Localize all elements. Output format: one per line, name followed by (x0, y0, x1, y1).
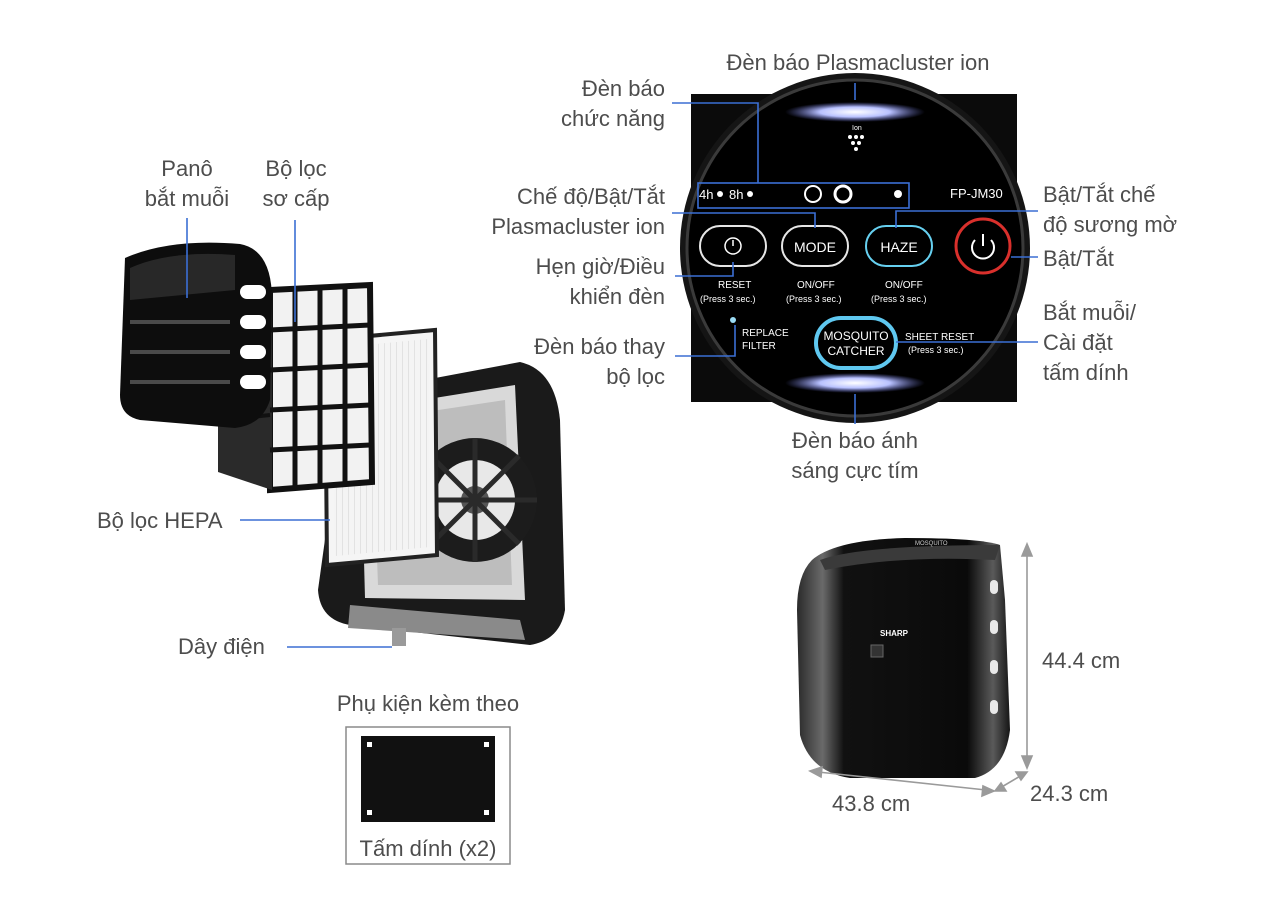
label-replace-2: bộ lọc (606, 364, 665, 389)
leader-lines (186, 83, 1038, 648)
fan-high-icon (833, 184, 853, 204)
label-timer-2: khiển đèn (569, 284, 665, 309)
brand-logo: SHARP (880, 629, 909, 638)
label-hepa: Bộ lọc HEPA (97, 508, 223, 533)
clock-icon (724, 237, 742, 255)
dimension-width: 43.8 cm (832, 791, 911, 816)
label-plasmacluster-indicator: Đèn báo Plasmacluster ion (726, 50, 990, 75)
panel-8h: 8h (729, 187, 743, 202)
panel-onoff-1: ON/OFF (797, 280, 835, 291)
dimension-depth: 24.3 cm (1030, 781, 1109, 806)
panel-4h: 4h (699, 187, 713, 202)
dimension-arrows (808, 541, 1034, 798)
label-power-cord: Dây điện (178, 634, 265, 659)
label-haze-2: độ sương mờ (1043, 212, 1178, 237)
panel-ion-text: Ion (852, 125, 862, 132)
label-function-indicator-1: Đèn báo (581, 76, 665, 101)
power-icon (971, 239, 995, 260)
control-panel: Ion 4h 8h FP-JM30 MODE HAZE RESET (Press… (680, 73, 1030, 423)
panel-sheet-reset: SHEET RESET (905, 332, 974, 343)
power-button (954, 217, 1012, 275)
assembled-purifier: SHARP MOSQUITO (797, 538, 1010, 778)
panel-replace: REPLACE (742, 328, 789, 339)
label-prefilter-2: sơ cấp (262, 186, 330, 211)
mosquito-catcher-button (814, 316, 898, 370)
dimension-height: 44.4 cm (1042, 648, 1121, 673)
sticky-sheet-image (361, 736, 495, 822)
label-uv-2: sáng cực tím (791, 458, 919, 483)
label-mode-1: Chế độ/Bật/Tắt (517, 184, 665, 209)
top-badge: MOSQUITO (915, 541, 948, 547)
mosquito-panel (120, 242, 272, 428)
label-mosquito-2: Cài đặt (1043, 330, 1113, 355)
panel-press-2: (Press 3 sec.) (786, 294, 842, 304)
power-cord-plug (392, 628, 406, 646)
panel-onoff-2: ON/OFF (885, 280, 923, 291)
label-mode-2: Plasmacluster ion (491, 214, 665, 239)
plasmacluster-icon (848, 135, 864, 151)
fan-low-icon (804, 185, 822, 203)
panel-reset: RESET (718, 280, 751, 291)
indicator-dot (894, 190, 902, 198)
uv-led (785, 373, 925, 393)
label-prefilter-1: Bộ lọc (265, 156, 327, 181)
panel-mosquito: MOSQUITO (823, 329, 888, 343)
panel-catcher: CATCHER (827, 344, 884, 358)
panel-press-4: (Press 3 sec.) (908, 345, 964, 355)
label-timer-1: Hẹn giờ/Điều (535, 254, 665, 279)
label-accessories: Phụ kiện kèm theo (336, 691, 520, 716)
label-power: Bật/Tắt (1043, 246, 1114, 271)
label-uv-1: Đèn báo ánh (792, 428, 918, 453)
label-function-indicator-2: chức năng (560, 106, 665, 131)
label-mosquito-panel-1: Panô (161, 156, 213, 181)
panel-model: FP-JM30 (950, 186, 1003, 201)
replace-filter-led (730, 317, 736, 323)
haze-button-text: HAZE (880, 239, 917, 255)
label-replace-1: Đèn báo thay (534, 334, 665, 359)
mode-button-text: MODE (794, 239, 836, 255)
accessory-box (345, 726, 511, 865)
label-haze-1: Bật/Tắt chế (1043, 182, 1156, 207)
ion-badge (870, 644, 884, 658)
panel-filter: FILTER (742, 341, 776, 352)
haze-button (865, 225, 933, 267)
label-mosquito-1: Bắt muỗi/ (1043, 300, 1136, 325)
label-sticky-sheet: Tấm dính (x2) (359, 836, 497, 861)
panel-press-1: (Press 3 sec.) (700, 294, 756, 304)
panel-press-3: (Press 3 sec.) (871, 294, 927, 304)
label-mosquito-3: tấm dính (1043, 360, 1129, 385)
plasmacluster-led (785, 102, 925, 122)
label-mosquito-panel-2: bắt muỗi (144, 186, 230, 211)
